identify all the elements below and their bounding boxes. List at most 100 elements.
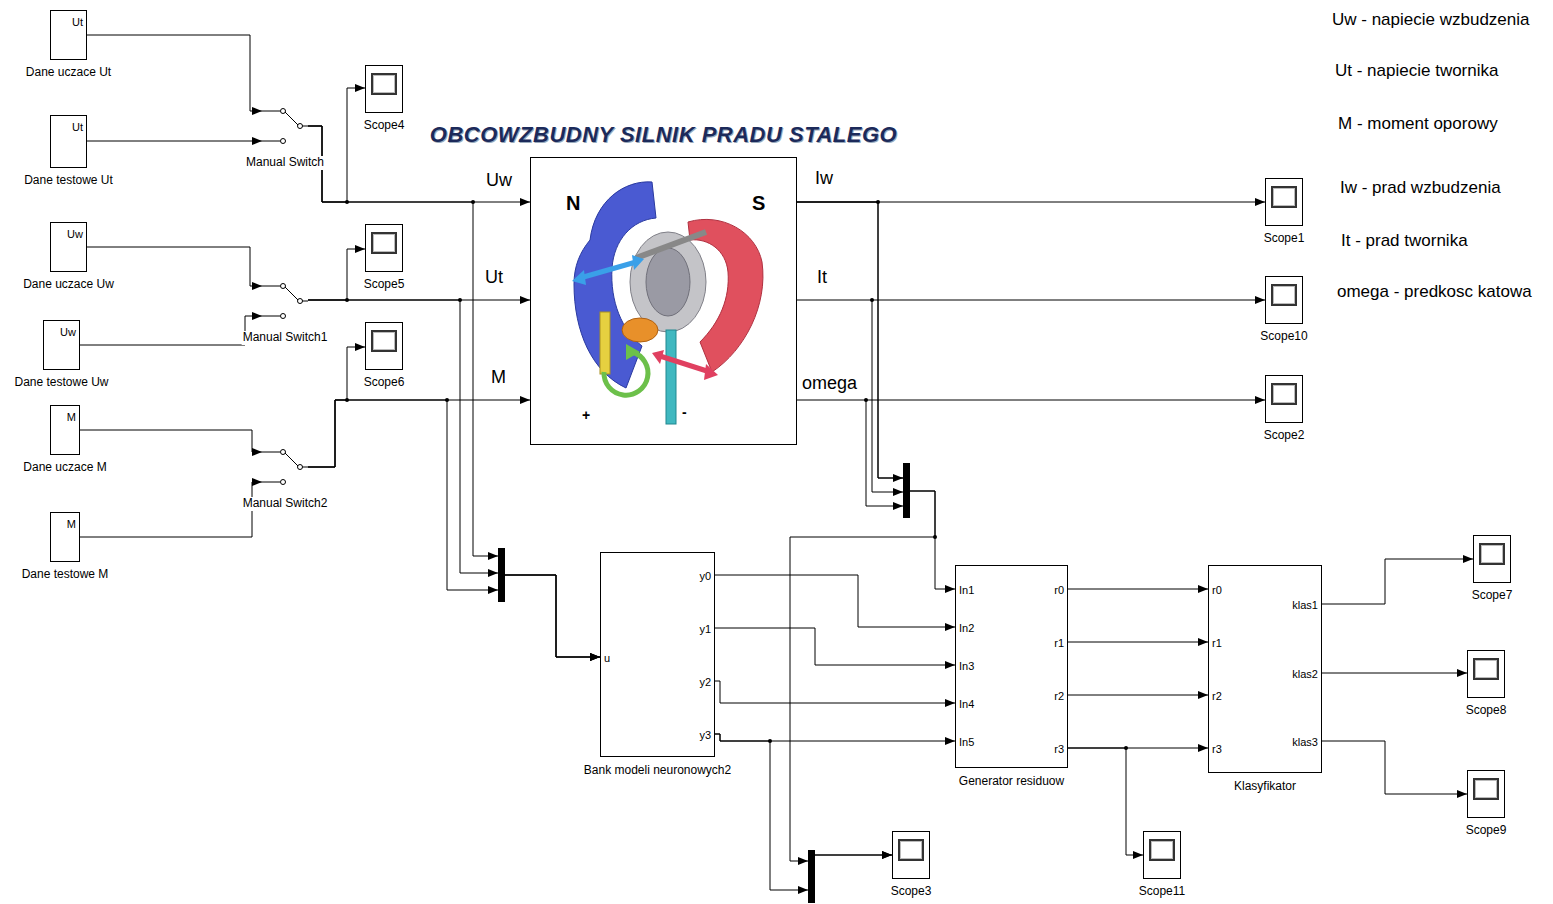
branch-wire (866, 300, 903, 506)
sw-block: Manual Switch2 (262, 441, 308, 491)
signal-wire (308, 400, 530, 467)
block-name: Manual Switch2 (242, 497, 329, 511)
rotor (630, 232, 706, 332)
block-name: Scope2 (1263, 429, 1306, 443)
block-title: OBCOWZBUDNY SILNIK PRADU STALEGO (430, 122, 897, 147)
scope-screen (1149, 839, 1175, 861)
mux-bar (903, 463, 910, 518)
scope-block: Scope7 (1473, 535, 1511, 583)
signal-wire (1068, 589, 1208, 590)
block-name: Scope11 (1138, 885, 1186, 899)
port-label: In1 (959, 584, 974, 597)
motor-ground (530, 157, 797, 445)
block-value: M (67, 411, 76, 424)
block-name: Dane uczace M (22, 461, 107, 475)
port-label: klas1 (1292, 599, 1318, 612)
current-arrow (660, 356, 710, 372)
block-name: Scope5 (363, 278, 406, 292)
legend-note: M - moment oporowy (1338, 114, 1498, 134)
legend-note: Iw - prad wzbudzenia (1340, 178, 1501, 198)
block-value: Ut (72, 121, 83, 134)
scope-block: Scope2 (1265, 375, 1303, 423)
mux-bar (808, 850, 815, 903)
sw-block: Manual Switch (262, 100, 308, 150)
field-arrowhead (572, 270, 586, 285)
port-label: u (604, 652, 610, 665)
scope-block: Scope8 (1467, 650, 1505, 698)
port-label: y1 (699, 623, 711, 636)
scope-screen (1473, 778, 1499, 800)
port-label: klas3 (1292, 736, 1318, 749)
signal-label: Ut (484, 267, 504, 288)
legend-note: Uw - napiecie wzbudzenia (1332, 10, 1530, 30)
pole-label: + (582, 407, 590, 423)
scope-block: Scope10 (1265, 276, 1303, 324)
signal-wire (715, 734, 955, 741)
scope-block: Scope4 (365, 65, 403, 113)
scope-screen (1271, 284, 1297, 306)
scope-screen (371, 330, 397, 352)
sub-block: r0r1r2r3klas1klas2klas3Klasyfikator (1208, 565, 1322, 773)
scope-screen (898, 839, 924, 861)
legend-note: omega - predkosc katowa (1337, 282, 1532, 302)
shaft (636, 232, 706, 258)
block-name: Scope8 (1465, 704, 1508, 718)
rotation-arrowhead (626, 344, 640, 360)
sub-block: uy0y1y2y3Bank modeli neuronowych2 (600, 552, 715, 757)
src-block: UwDane uczace Uw (50, 222, 87, 272)
port-label: y0 (699, 570, 711, 583)
block-name: Klasyfikator (1233, 780, 1297, 794)
signal-wire (1322, 673, 1467, 674)
src-block: UtDane testowe Ut (50, 115, 87, 168)
switch-symbol (262, 100, 308, 150)
block-value: Uw (60, 326, 76, 339)
port-label: r3 (1212, 743, 1222, 756)
src-block: UwDane testowe Uw (43, 320, 80, 370)
port-label: r2 (1054, 690, 1064, 703)
scope-block: Scope1 (1265, 178, 1303, 226)
signal-wire (715, 575, 955, 627)
block-name: Scope9 (1465, 824, 1508, 838)
signal-wire (797, 300, 1265, 301)
block-name: Scope3 (890, 885, 933, 899)
port-label: r0 (1054, 584, 1064, 597)
scope-block: Scope11 (1143, 831, 1181, 879)
signal-label: M (490, 367, 507, 388)
signal-wire (797, 202, 955, 589)
sub-block: In1In2In3In4In5r0r1r2r3Generator residuo… (955, 565, 1068, 768)
signal-wire (1068, 748, 1143, 855)
signal-wire (715, 628, 955, 665)
block-name: Dane testowe Ut (23, 174, 114, 188)
signal-label: It (816, 267, 828, 288)
port-label: r0 (1212, 584, 1222, 597)
port-label: klas2 (1292, 668, 1318, 681)
block-name: Manual Switch (245, 156, 325, 170)
pole-label: N (566, 192, 580, 215)
port-label: In2 (959, 622, 974, 635)
commutator (622, 318, 658, 342)
field-arrowhead (632, 255, 644, 270)
signal-wire (308, 300, 600, 657)
signal-wire (308, 249, 365, 300)
port-label: y3 (699, 729, 711, 742)
signal-wire (308, 400, 600, 657)
port-label: r1 (1054, 637, 1064, 650)
signal-wire (80, 316, 262, 345)
brush-plus (600, 312, 610, 374)
signal-wire (308, 88, 365, 202)
signal-wire (790, 202, 935, 861)
current-arrowhead (652, 350, 664, 364)
signal-wire (80, 430, 262, 452)
rotor-core (646, 248, 690, 316)
signal-wire (80, 482, 262, 537)
signal-label: Iw (814, 168, 834, 189)
port-label: r2 (1212, 690, 1222, 703)
port-label: In5 (959, 736, 974, 749)
scope-screen (1271, 383, 1297, 405)
block-name: Dane testowe M (21, 568, 110, 582)
scope-screen (1473, 658, 1499, 680)
port-label: y2 (699, 676, 711, 689)
scope-screen (371, 73, 397, 95)
